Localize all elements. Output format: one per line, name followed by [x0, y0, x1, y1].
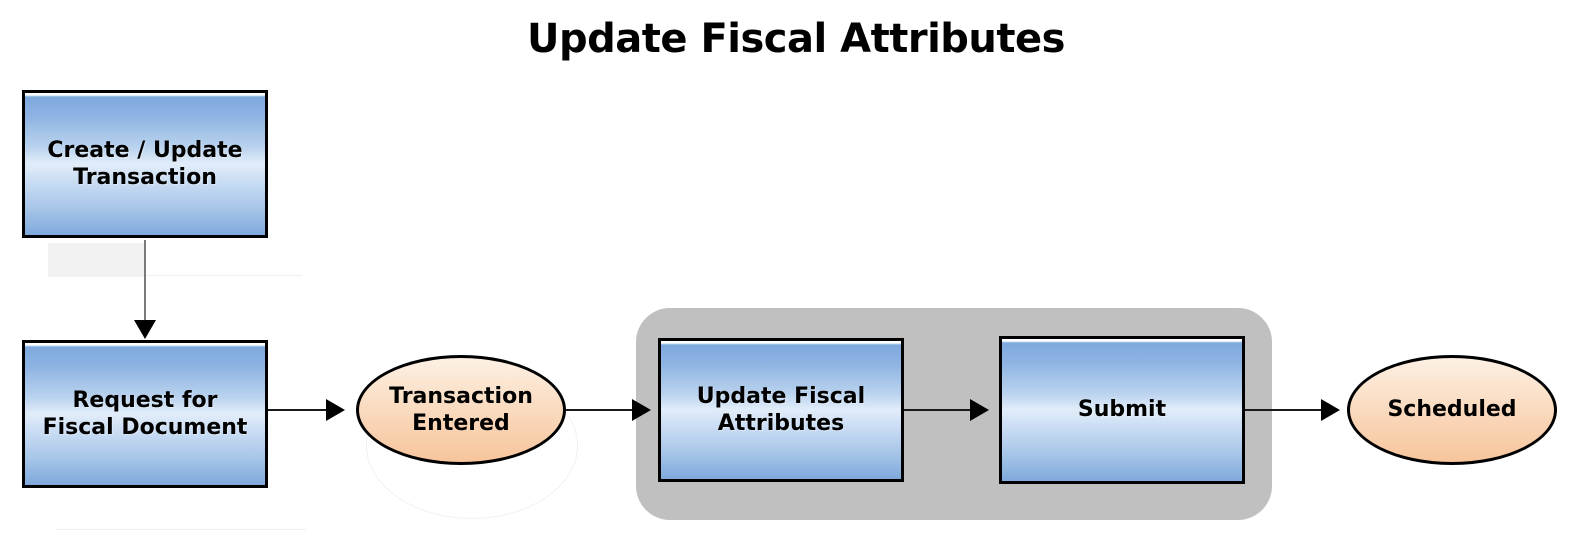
background-artifact-rect — [48, 243, 144, 277]
node-create-update-transaction[interactable]: Create / Update Transaction — [22, 90, 268, 238]
node-label-submit: Submit — [1077, 397, 1167, 423]
edge-submit-to-scheduled-line — [1245, 409, 1323, 411]
edge-request-to-entered-line — [268, 409, 328, 411]
node-label-create-update-transaction: Create / Update Transaction — [47, 137, 243, 190]
node-update-fiscal-attributes[interactable]: Update Fiscal Attributes — [658, 338, 904, 482]
edge-create-to-request-arrowhead — [134, 320, 156, 339]
edge-entered-to-update-arrowhead — [632, 399, 651, 421]
node-transaction-entered[interactable]: Transaction Entered — [356, 355, 566, 465]
background-artifact-line-bottom — [56, 529, 306, 530]
node-scheduled[interactable]: Scheduled — [1347, 355, 1557, 465]
edge-update-to-submit-line — [904, 409, 970, 411]
page-title: Update Fiscal Attributes — [527, 16, 1065, 62]
edge-entered-to-update-line — [566, 409, 632, 411]
node-label-transaction-entered: Transaction Entered — [389, 383, 533, 436]
node-request-for-fiscal-document[interactable]: Request for Fiscal Document — [22, 340, 268, 488]
edge-create-to-request-line — [144, 240, 146, 324]
edge-request-to-entered-arrowhead — [326, 399, 345, 421]
edge-update-to-submit-arrowhead — [970, 399, 989, 421]
edge-submit-to-scheduled-arrowhead — [1321, 399, 1340, 421]
node-label-request-for-fiscal-document: Request for Fiscal Document — [42, 387, 248, 440]
node-label-update-fiscal-attributes: Update Fiscal Attributes — [696, 383, 866, 436]
node-label-scheduled: Scheduled — [1387, 397, 1517, 423]
node-submit[interactable]: Submit — [999, 336, 1245, 484]
background-artifact-line-top — [144, 275, 302, 276]
